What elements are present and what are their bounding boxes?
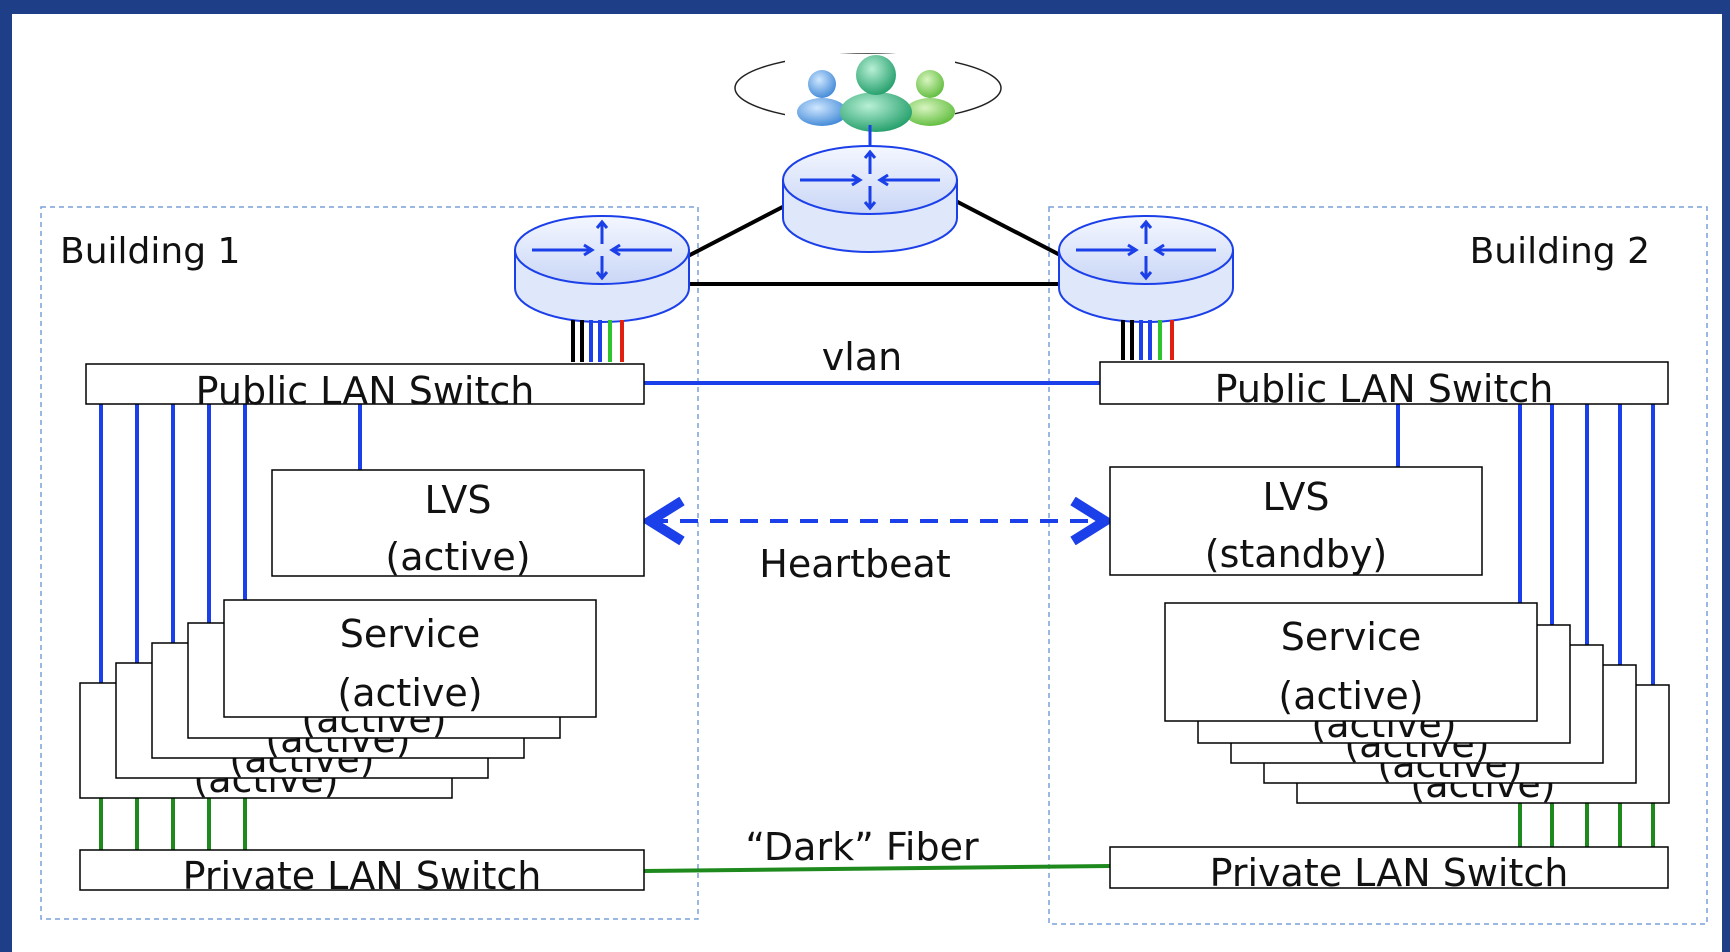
lvs-state-label: (standby) — [1205, 532, 1387, 576]
service-stack-building-1: (active) (active) (active) (active) Serv… — [79, 599, 597, 801]
router-icon — [1058, 215, 1234, 323]
building-2-label: Building 2 — [1470, 231, 1650, 272]
public-lan-switch-building-2 — [1099, 361, 1669, 405]
router-icon — [782, 145, 958, 253]
building-1-label: Building 1 — [60, 231, 240, 272]
building-1-boundary — [40, 206, 699, 920]
vlan-label: vlan — [822, 335, 902, 379]
lvs-state-label: (active) — [385, 535, 530, 579]
private-lan-switch-label: Private LAN Switch — [183, 854, 542, 898]
private-lan-switch-label: Private LAN Switch — [1210, 851, 1569, 895]
dark-fiber-link — [643, 864, 1111, 873]
uplink-bundle-building-1 — [571, 320, 624, 362]
lvs-name-label: LVS — [1262, 475, 1329, 519]
public-lan-switch-label: Public LAN Switch — [196, 369, 535, 413]
service-state-label: (active) — [1278, 674, 1423, 718]
dark-fiber-label: “Dark” Fiber — [745, 825, 979, 869]
heartbeat-label: Heartbeat — [759, 542, 950, 586]
lvs-active-box — [271, 469, 645, 577]
service-name-label: Service — [340, 612, 480, 656]
router-icon — [514, 215, 690, 323]
lvs-name-label: LVS — [424, 478, 491, 522]
service-name-label: Service — [1281, 615, 1421, 659]
public-lan-switch-label: Public LAN Switch — [1215, 367, 1554, 411]
private-lan-switch-building-2 — [1109, 846, 1669, 889]
service-state-label: (active) — [337, 671, 482, 715]
lvs-standby-box — [1109, 466, 1483, 576]
service-stack-building-2: (active) (active) (active) (active) Serv… — [1164, 602, 1670, 806]
public-lan-switch-building-1 — [85, 363, 645, 405]
building-2-server-uplinks — [1396, 404, 1655, 847]
service-active-box — [223, 599, 597, 718]
service-active-box — [1164, 602, 1538, 722]
uplink-bundle-building-2 — [1121, 320, 1174, 360]
private-lan-switch-building-1 — [79, 849, 645, 891]
building-2-boundary — [1048, 206, 1708, 925]
users-icon — [734, 53, 1002, 132]
